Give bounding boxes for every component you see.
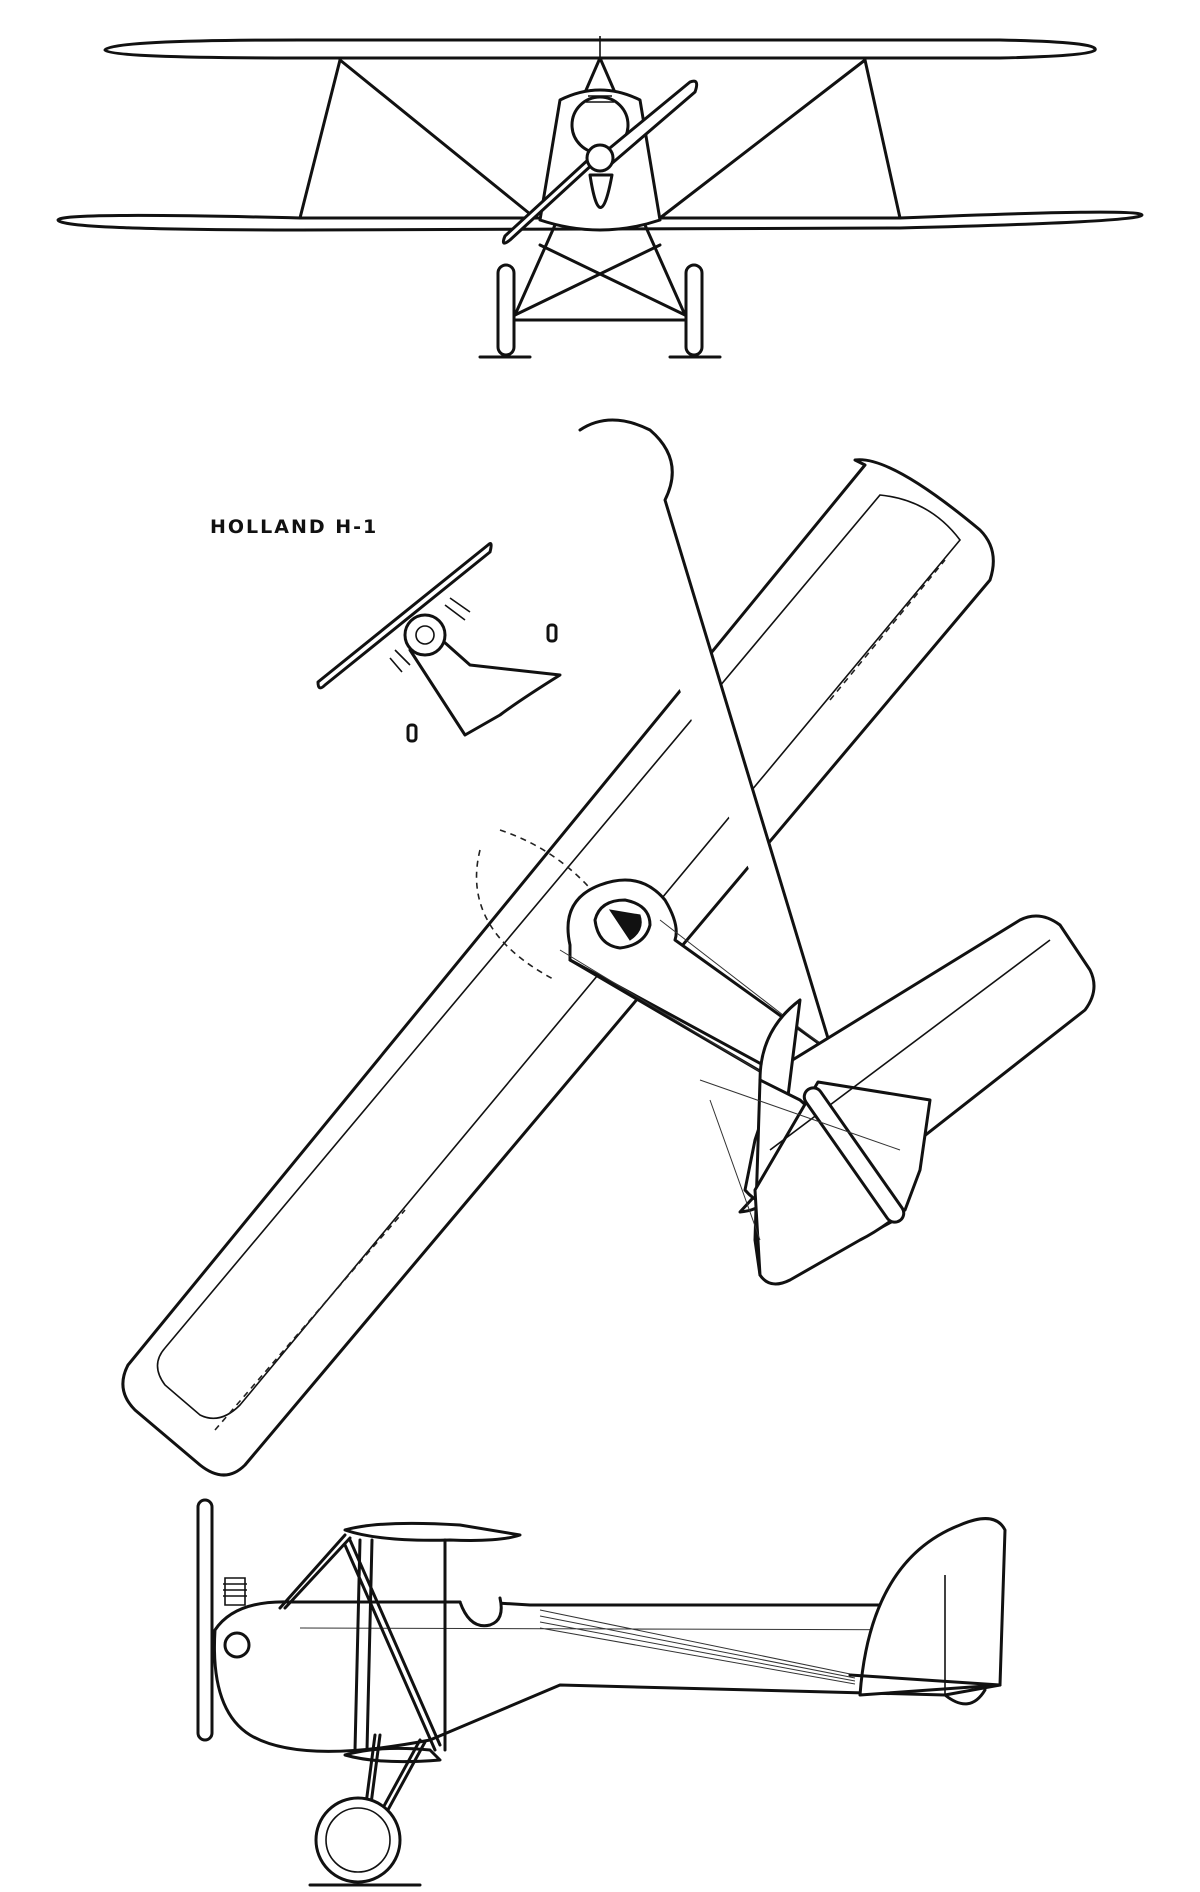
- plan-strut-right: [546, 623, 558, 643]
- front-right-wheel: [684, 263, 704, 357]
- front-cowl-scoop: [588, 173, 614, 209]
- plan-rigging-wires: [699, 1079, 901, 1241]
- front-propeller-hub: [585, 143, 615, 173]
- side-wheel: [314, 1796, 402, 1884]
- front-engine-fins: [586, 89, 614, 103]
- plan-rudder: [802, 1086, 906, 1224]
- side-cockpit: [458, 1596, 503, 1628]
- side-propeller: [196, 1498, 214, 1742]
- front-view-drawing: [56, 36, 1144, 359]
- side-vertical-fin: [858, 1517, 1007, 1697]
- front-right-strut: [658, 58, 902, 220]
- front-view: [0, 0, 1200, 380]
- side-cabane-struts: [278, 1533, 352, 1610]
- side-longerons: [299, 1609, 991, 1685]
- front-undercarriage-struts: [513, 223, 687, 317]
- side-view: [0, 1480, 1200, 1892]
- side-engine-cylinder: [223, 1577, 247, 1606]
- plan-engine: [403, 613, 447, 657]
- side-wheel-hub: [325, 1807, 391, 1873]
- plan-propeller: [316, 542, 493, 690]
- side-undercarriage: [358, 1733, 427, 1854]
- plan-cockpit-opening: [608, 909, 642, 941]
- side-view-drawing: [196, 1498, 1007, 1887]
- side-interplane-struts: [343, 1538, 447, 1752]
- plan-wing: [121, 458, 995, 1477]
- plan-view: [0, 380, 1200, 1480]
- plan-engine-mount: [408, 623, 562, 737]
- plan-strut-left: [406, 723, 418, 743]
- front-left-wheel: [496, 263, 516, 357]
- plan-fuselage: [578, 418, 882, 1212]
- side-engine-hub: [223, 1631, 251, 1659]
- plan-engine-hub: [415, 625, 435, 645]
- front-left-strut: [298, 58, 537, 220]
- side-tailplane: [848, 1673, 1002, 1706]
- side-upper-wing: [343, 1521, 522, 1542]
- drawing-title: HOLLAND H-1: [210, 516, 379, 538]
- plan-view-drawing: [121, 418, 1096, 1477]
- plan-engine-fins: [389, 597, 471, 673]
